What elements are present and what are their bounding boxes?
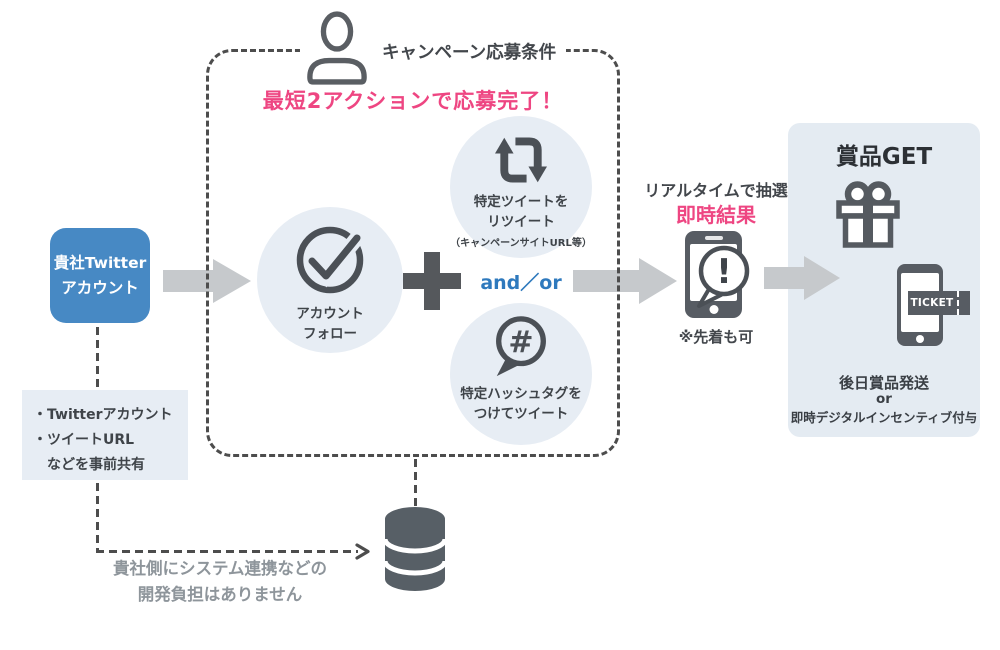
flow-arrow-2 bbox=[573, 258, 677, 304]
andor-label: and／or bbox=[480, 272, 562, 294]
twitter-account-line2: アカウント bbox=[61, 278, 139, 297]
phone-home-button bbox=[709, 305, 718, 314]
lottery-label: リアルタイムで抽選 bbox=[644, 181, 788, 200]
exclamation-glyph: ! bbox=[716, 252, 732, 292]
ticket-stub bbox=[957, 291, 970, 315]
hashtag-bubble-icon: # bbox=[496, 316, 546, 377]
preshare-line2: ・ツイートURL bbox=[33, 431, 135, 448]
preshare-line1: ・Twitterアカウント bbox=[33, 407, 173, 423]
hashtag-step-circle: # 特定ハッシュタグを つけてツイート bbox=[450, 303, 592, 445]
no-dev-burden-note: 貴社側にシステム連携などの 開発負担はありません bbox=[80, 556, 360, 607]
person-icon bbox=[307, 11, 367, 85]
follow-label-line1: アカウント bbox=[296, 306, 364, 322]
dashed-connector-frame-to-db bbox=[413, 459, 417, 507]
frame-headline: 最短2アクションで応募完了！ bbox=[262, 89, 564, 113]
prize-line1: 後日賞品発送 bbox=[838, 374, 929, 392]
gift-icon bbox=[836, 181, 900, 248]
twitter-account-box: 貴社Twitter アカウント bbox=[50, 228, 150, 323]
prize-title: 賞品GET bbox=[835, 144, 933, 170]
plus-icon bbox=[403, 252, 461, 310]
database-icon bbox=[383, 507, 447, 591]
retweet-label-note: （キャンペーンサイトURL等） bbox=[450, 238, 592, 250]
preshare-info-box: ・Twitterアカウント ・ツイートURL などを事前共有 bbox=[22, 390, 188, 480]
flow-arrow-3 bbox=[764, 256, 840, 300]
dashed-arrowhead-icon bbox=[355, 543, 370, 560]
no-dev-burden-line1: 貴社側にシステム連携などの bbox=[112, 559, 327, 578]
frame-title: キャンペーン応募条件 bbox=[372, 36, 567, 67]
hashtag-label-line1: 特定ハッシュタグを bbox=[460, 386, 582, 402]
person-icon-wrap bbox=[300, 8, 374, 88]
hashtag-label-line2: つけてツイート bbox=[473, 405, 569, 422]
phone2-home-button bbox=[916, 335, 924, 343]
check-circle-icon bbox=[296, 226, 364, 294]
prize-line2: or bbox=[876, 391, 892, 407]
prize-line3: 即時デジタルインセンティブ付与 bbox=[790, 410, 978, 425]
phone-speaker bbox=[704, 236, 723, 240]
retweet-step-circle: 特定ツイートを リツイート （キャンペーンサイトURL等） bbox=[450, 116, 592, 258]
follow-label-line2: フォロー bbox=[303, 325, 357, 342]
retweet-label-line1: 特定ツイートを bbox=[473, 194, 569, 210]
dashed-connector-horizontal-bottom bbox=[95, 550, 358, 553]
retweet-icon bbox=[495, 137, 547, 183]
twitter-account-line1: 貴社Twitter bbox=[53, 254, 147, 273]
no-dev-burden-line2: 開発負担はありません bbox=[137, 584, 303, 604]
retweet-label-line2: リツイート bbox=[487, 213, 555, 230]
hashtag-glyph: # bbox=[508, 325, 533, 360]
preshare-line3: などを事前共有 bbox=[33, 456, 145, 473]
instant-result-label: 即時結果 bbox=[676, 203, 756, 227]
ticket-label: TICKET bbox=[910, 297, 954, 309]
notification-bubble-icon: ! bbox=[697, 245, 750, 308]
first-come-note: ※先着も可 bbox=[678, 328, 754, 346]
ticket-icon: TICKET bbox=[908, 291, 970, 315]
follow-step-circle: アカウント フォロー bbox=[257, 207, 403, 353]
